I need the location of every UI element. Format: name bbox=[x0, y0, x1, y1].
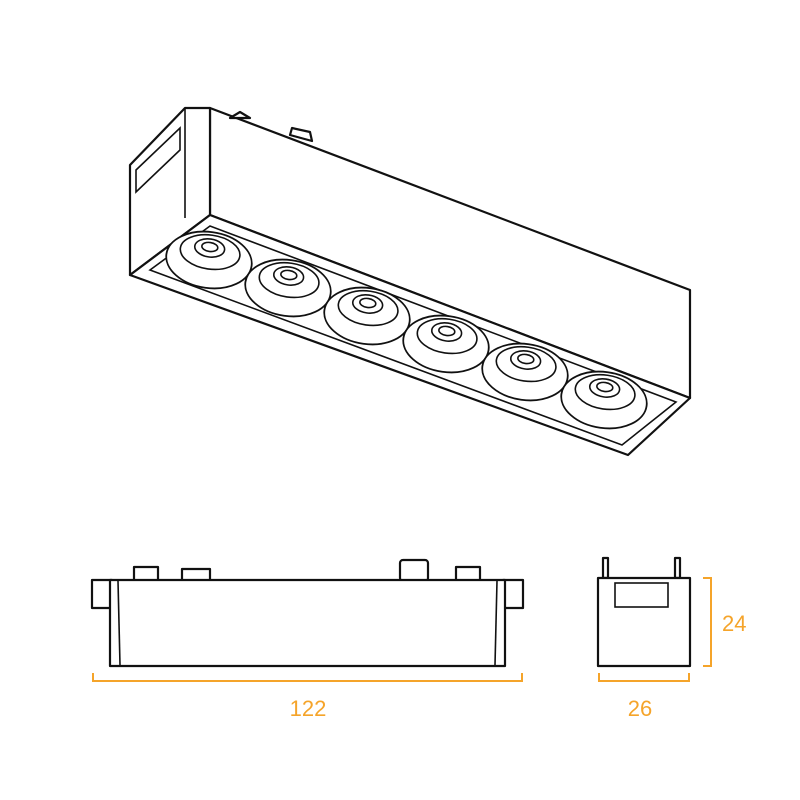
dimension-line-width bbox=[598, 673, 690, 682]
lens-ring bbox=[201, 241, 219, 253]
side-body bbox=[108, 578, 507, 668]
lens-ring bbox=[517, 353, 535, 365]
end-face-window bbox=[135, 126, 181, 194]
dimension-height: 24 bbox=[703, 577, 746, 667]
side-view bbox=[90, 558, 525, 668]
end-face bbox=[128, 106, 212, 277]
end-window bbox=[614, 582, 669, 608]
side-edge-right bbox=[494, 580, 498, 666]
lens-ring bbox=[596, 381, 614, 393]
dimension-line-length bbox=[92, 673, 523, 682]
lens-ring bbox=[280, 269, 298, 281]
lens bbox=[560, 370, 648, 430]
end-pin-right bbox=[673, 556, 682, 580]
dimension-length: 122 bbox=[92, 673, 523, 721]
lens bbox=[323, 286, 411, 346]
side-connector-3 bbox=[398, 558, 430, 583]
lens bbox=[165, 230, 253, 290]
isometric-view bbox=[128, 106, 692, 457]
lens bbox=[481, 342, 569, 402]
top-clip-2 bbox=[228, 110, 252, 120]
lens bbox=[402, 314, 490, 374]
top-clip-1 bbox=[288, 126, 314, 143]
lens-ring bbox=[438, 325, 456, 337]
end-pin-left bbox=[601, 556, 610, 580]
dimension-line-height bbox=[703, 577, 712, 667]
side-edge-left bbox=[117, 580, 121, 666]
end-body bbox=[596, 576, 692, 668]
dimension-width: 26 bbox=[598, 673, 690, 721]
end-view bbox=[596, 556, 692, 668]
width-label: 26 bbox=[628, 696, 652, 721]
lens-group bbox=[165, 230, 648, 430]
lens-ring bbox=[359, 297, 377, 309]
lens bbox=[244, 258, 332, 318]
length-label: 122 bbox=[290, 696, 327, 721]
height-label: 24 bbox=[722, 611, 746, 636]
